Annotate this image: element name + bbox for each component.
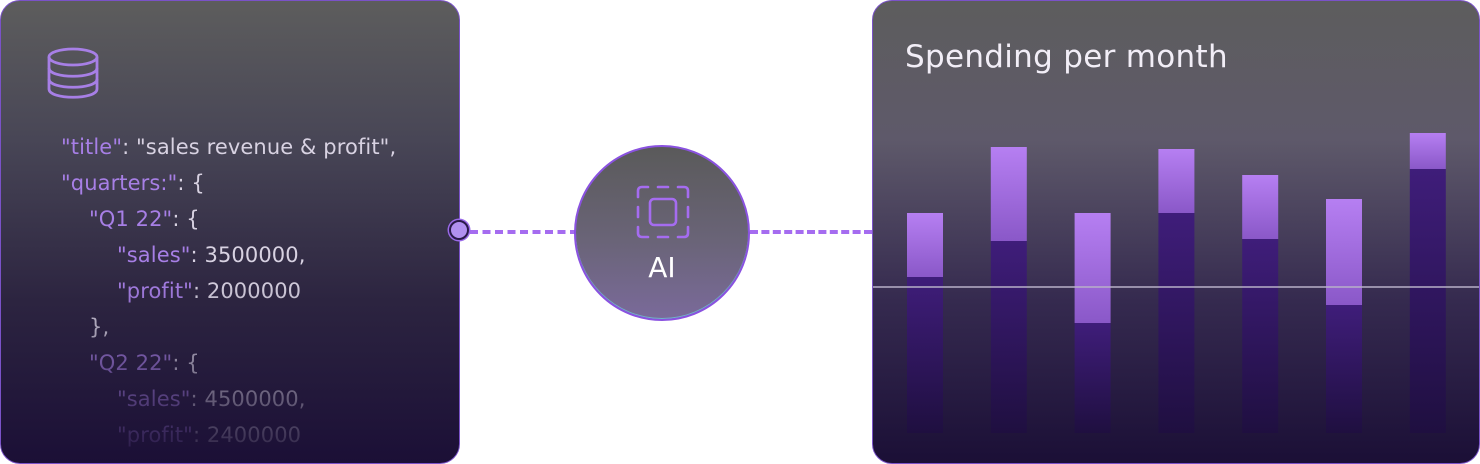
code-line: }, bbox=[61, 309, 396, 345]
code-key: "Q1 22" bbox=[89, 207, 173, 231]
bar-segment-upper bbox=[1158, 149, 1195, 213]
code-value: : 2400000 bbox=[192, 423, 302, 447]
code-value: : 3500000, bbox=[190, 243, 306, 267]
ai-processor-node: AI bbox=[574, 145, 750, 321]
dashed-connector-right bbox=[750, 230, 872, 234]
code-value: : "sales revenue & profit", bbox=[122, 135, 397, 159]
bar-segment-upper bbox=[1242, 175, 1279, 239]
bar-segment-upper bbox=[1409, 133, 1446, 169]
code-line: "Q2 22": { bbox=[61, 345, 396, 381]
code-line: "profit": 2000000 bbox=[61, 273, 396, 309]
chip-icon bbox=[636, 185, 690, 239]
code-line: "sales": 4500000, bbox=[61, 381, 396, 417]
code-key: "sales" bbox=[117, 243, 191, 267]
bar-segment-lower bbox=[1409, 169, 1446, 433]
chart-panel: Spending per month bbox=[872, 0, 1480, 464]
code-line: "title": "sales revenue & profit", bbox=[61, 129, 396, 165]
ai-label: AI bbox=[648, 251, 676, 284]
code-line: "quarters:": { bbox=[61, 165, 396, 201]
bar-segment-upper bbox=[907, 213, 943, 277]
code-key: "profit" bbox=[117, 279, 193, 303]
code-line: "Q1 22": { bbox=[61, 201, 396, 237]
code-key: "quarters:" bbox=[61, 171, 178, 195]
bar-segment-lower bbox=[1074, 323, 1111, 433]
bar-chart bbox=[873, 133, 1479, 433]
connector-dot bbox=[449, 220, 469, 240]
code-value: : { bbox=[172, 207, 200, 231]
code-value: : 2000000 bbox=[192, 279, 302, 303]
bar-segment-lower bbox=[907, 277, 943, 433]
code-line: "sales": 3500000, bbox=[61, 237, 396, 273]
code-value: }, bbox=[89, 315, 110, 339]
bar-segment-upper bbox=[1326, 199, 1362, 305]
code-key: "Q2 22" bbox=[89, 351, 173, 375]
bar-segment-lower bbox=[1326, 305, 1362, 433]
bar-segment-upper bbox=[990, 147, 1027, 241]
code-key: "title" bbox=[61, 135, 123, 159]
code-line: "profit": 2400000 bbox=[61, 417, 396, 453]
dashed-connector-left bbox=[470, 230, 578, 234]
bar-segment-lower bbox=[1242, 239, 1279, 433]
code-key: "sales" bbox=[117, 387, 191, 411]
data-source-panel: "title": "sales revenue & profit","quart… bbox=[0, 0, 460, 464]
bar-segment-lower bbox=[1158, 213, 1195, 433]
code-value: : { bbox=[172, 351, 200, 375]
code-key: "profit" bbox=[117, 423, 193, 447]
bar-segment-upper bbox=[1074, 213, 1111, 323]
database-icon bbox=[47, 47, 99, 99]
code-value: : 4500000, bbox=[190, 387, 306, 411]
code-value: : { bbox=[177, 171, 205, 195]
json-code-block: "title": "sales revenue & profit","quart… bbox=[61, 129, 396, 453]
chart-title: Spending per month bbox=[905, 39, 1228, 75]
bar-segment-lower bbox=[990, 241, 1027, 433]
